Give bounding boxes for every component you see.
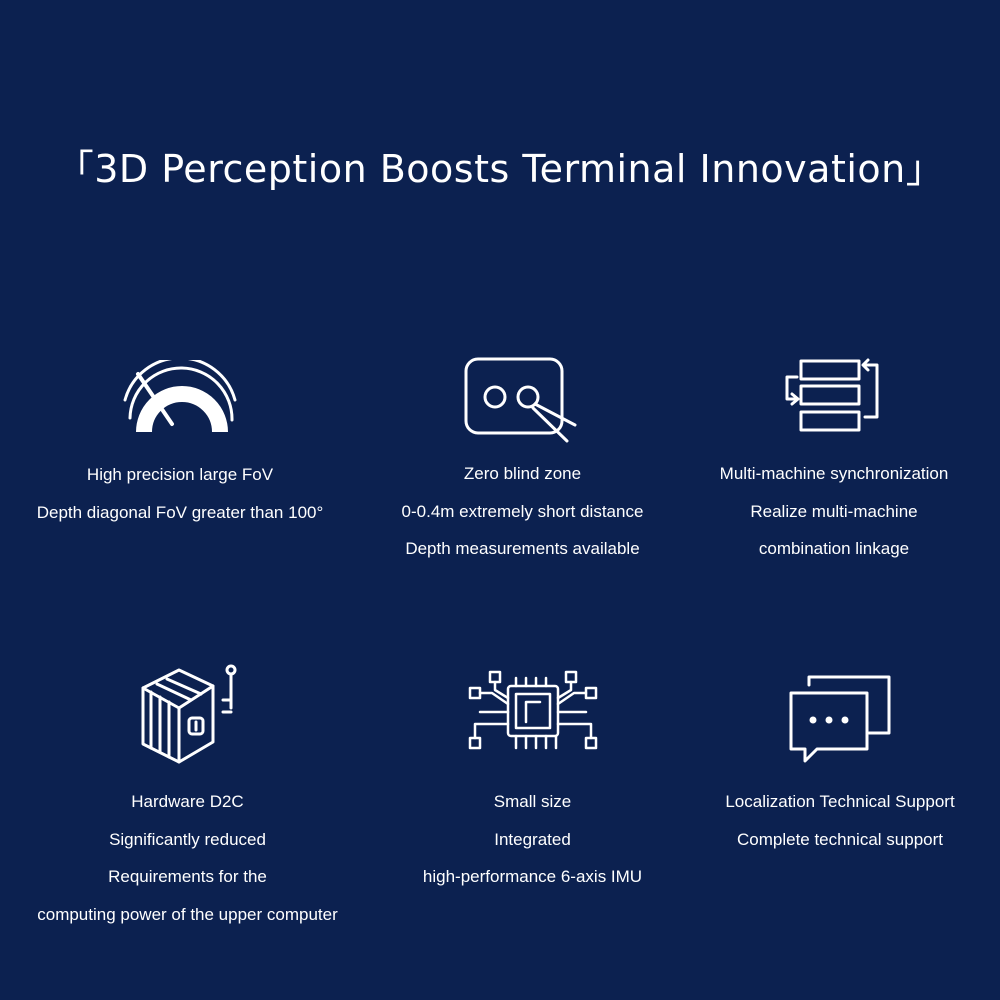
feature-heading: Localization Technical Support — [725, 792, 955, 811]
feature-description: Requirements for the — [108, 867, 267, 886]
chip-icon — [468, 670, 597, 750]
feature-heading: Zero blind zone — [463, 464, 582, 483]
page-title: 「3D Perception Boosts Terminal Innovatio… — [55, 147, 945, 191]
feature-description: combination linkage — [758, 539, 910, 558]
feature-description: Complete technical support — [736, 829, 943, 849]
feature-description: Depth measurements available — [405, 539, 640, 558]
feature-text: Hardware D2C Significantly reduced Requi… — [0, 783, 375, 933]
feature-description: computing power of the upper computer — [37, 904, 338, 924]
feature-text: Zero blind zone 0-0.4m extremely short d… — [345, 455, 700, 568]
feature-description: 0-0.4m extremely short distance — [401, 501, 644, 521]
hardware-cube-icon — [141, 664, 236, 764]
short-distance-sensor-icon — [464, 357, 576, 443]
feature-heading: High precision large FoV — [86, 465, 274, 484]
feature-description: Realize multi-machine — [750, 501, 918, 521]
feature-text: Small size Integrated high-performance 6… — [355, 783, 710, 896]
wide-fov-gauge-icon — [123, 360, 237, 433]
feature-heading: Hardware D2C — [131, 792, 244, 811]
feature-description: Significantly reduced — [109, 829, 266, 849]
stacked-sync-icon — [785, 358, 879, 432]
feature-description: Integrated — [494, 829, 571, 849]
feature-text: Localization Technical Support Complete … — [680, 783, 1000, 858]
feature-text: High precision large FoV Depth diagonal … — [0, 456, 360, 531]
feature-description: Depth diagonal FoV greater than 100° — [36, 502, 324, 522]
feature-text: Multi-machine synchronization Realize mu… — [668, 455, 1000, 568]
feature-description: high-performance 6-axis IMU — [422, 867, 643, 886]
chat-support-icon — [789, 675, 891, 763]
feature-heading: Multi-machine synchronization — [719, 464, 949, 483]
feature-heading: Small size — [493, 792, 572, 811]
